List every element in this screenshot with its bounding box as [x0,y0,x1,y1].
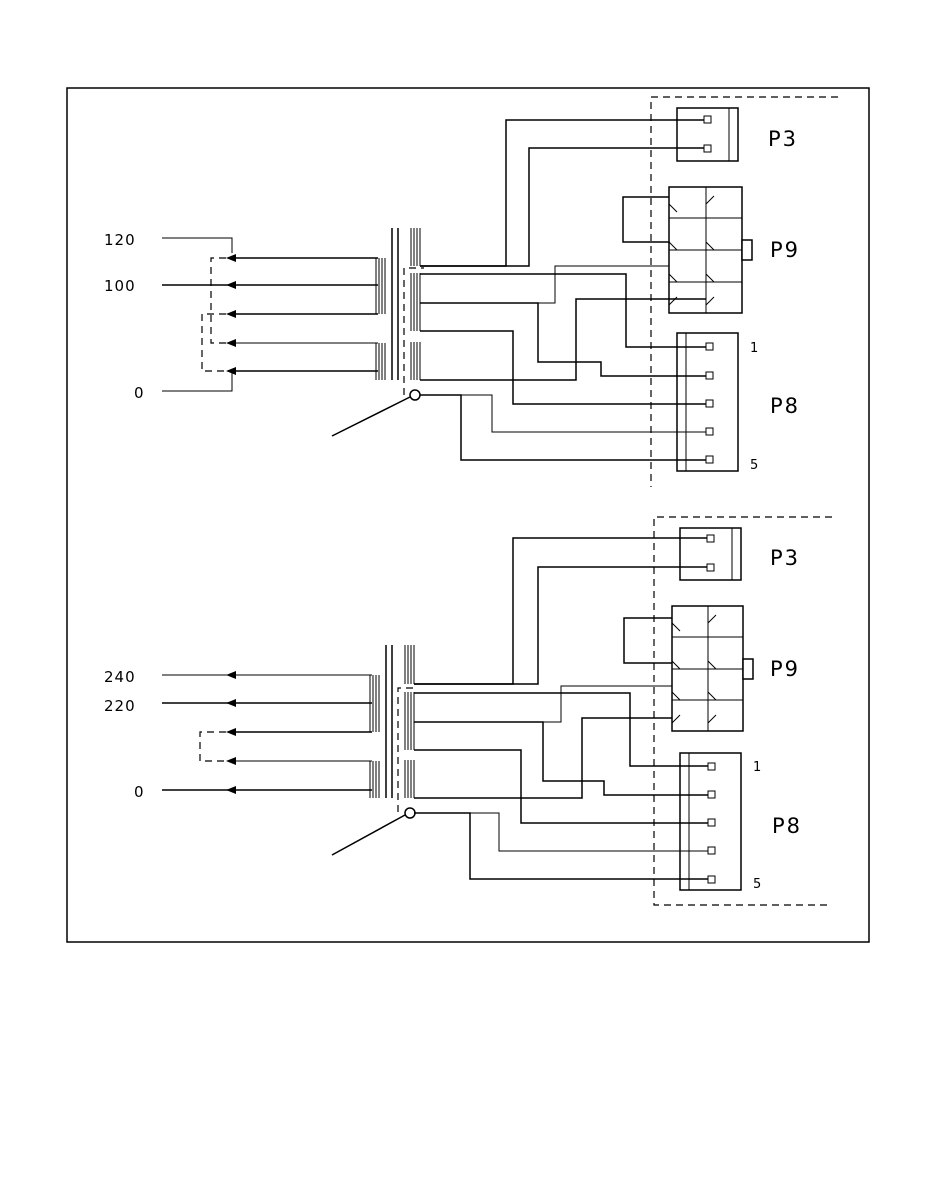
pin-label-5: 5 [753,877,761,892]
connector-label-p9: P9 [770,238,800,262]
connector-p9 [669,187,752,313]
voltage-label-100: 100 [104,277,136,295]
voltage-label-120: 120 [104,231,136,249]
connector-p8 [680,753,741,890]
connector-p3 [680,528,741,580]
connector-label-p3: P3 [768,127,798,151]
connector-p8 [677,333,738,471]
ground-terminal [410,390,420,400]
connector-p3 [677,108,738,161]
voltage-label-0: 0 [134,384,145,402]
lower-diagram: 240 220 0 [104,517,832,905]
pin-label-1: 1 [750,341,758,356]
connector-label-p8: P8 [772,814,802,838]
voltage-label-220: 220 [104,697,136,715]
upper-diagram: 120 100 0 [104,97,838,487]
voltage-label-0: 0 [134,783,145,801]
ground-terminal [405,808,415,818]
voltage-label-240: 240 [104,668,136,686]
connector-p9 [672,606,753,731]
connector-label-p8: P8 [770,394,800,418]
outer-frame [67,88,869,942]
pin-label-1: 1 [753,760,761,775]
connector-label-p3: P3 [770,546,800,570]
pin-label-5: 5 [750,458,758,473]
connector-label-p9: P9 [770,657,800,681]
